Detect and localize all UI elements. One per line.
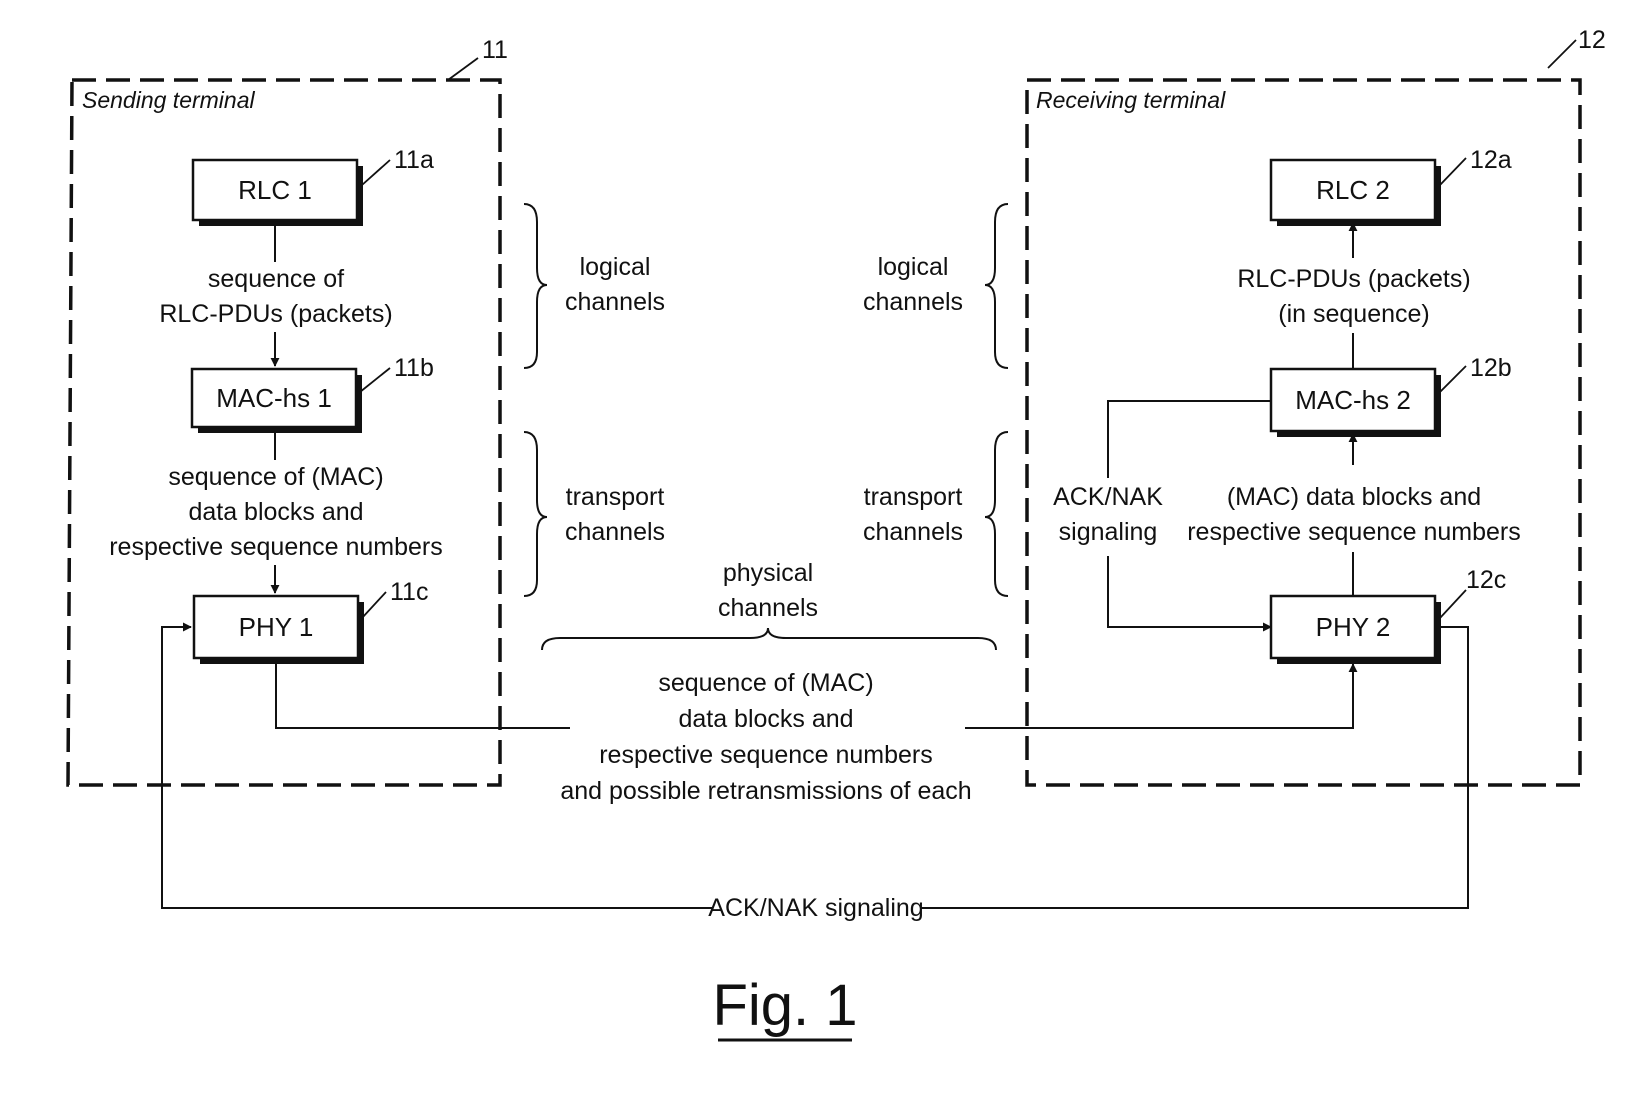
rlc-2-block: RLC 2 <box>1269 158 1441 226</box>
receiving-terminal-ref-leader <box>1547 39 1577 69</box>
rlc-1-label: RLC 1 <box>238 175 312 205</box>
rlc-1-ref-leader <box>361 159 391 186</box>
right-logical-label-1: logical <box>878 253 949 281</box>
feedback-left-segment <box>161 622 712 909</box>
mac-hs-2-block: MAC-hs 2 <box>1269 367 1441 437</box>
channel-to-phy-2-arrow <box>965 663 1358 729</box>
phy-2-blocks-line-1: (MAC) data blocks and <box>1227 483 1481 511</box>
phy-1-to-channel-line <box>275 664 570 729</box>
receiving-terminal-title: Receiving terminal <box>1036 87 1226 113</box>
rlc-1-block: RLC 1 <box>191 158 363 226</box>
mac-hs-1-ref: 11b <box>394 354 434 382</box>
phy-2-block: PHY 2 <box>1269 594 1441 664</box>
left-logical-label-1: logical <box>580 253 651 281</box>
right-transport-brace <box>984 431 1009 597</box>
rlc-pdus-in-sequence-line-2: (in sequence) <box>1278 300 1429 328</box>
left-transport-brace <box>523 431 548 597</box>
left-channel-braces: logical channels transport channels <box>523 203 665 597</box>
feedback-ack-nak-label: ACK/NAK signaling <box>708 894 923 922</box>
left-logical-brace <box>523 203 548 369</box>
internal-ack-nak-label-bg <box>1060 478 1156 556</box>
physical-link-line-1: sequence of (MAC) <box>658 669 873 697</box>
rlc-2-ref: 12a <box>1470 146 1512 174</box>
sending-terminal: Sending terminal 11 RLC 1 11a sequence o… <box>66 36 508 787</box>
right-transport-label-1: transport <box>864 483 963 511</box>
mac-hs-1-block: MAC-hs 1 <box>190 367 362 433</box>
mac-hs-1-label: MAC-hs 1 <box>216 383 332 413</box>
sending-terminal-boundary <box>66 78 502 787</box>
sending-terminal-title: Sending terminal <box>82 87 255 113</box>
rlc-2-ref-leader <box>1439 157 1467 186</box>
mac-hs-2-ref-leader <box>1439 365 1467 393</box>
sending-terminal-ref: 11 <box>482 36 508 64</box>
phy-1-ref: 11c <box>390 578 428 606</box>
left-transport-label-2: channels <box>565 518 665 546</box>
physical-brace <box>541 627 997 651</box>
right-transport-label-2: channels <box>863 518 963 546</box>
phy-2-label: PHY 2 <box>1316 612 1391 642</box>
receiving-terminal: Receiving terminal 12 RLC 2 12a RLC-PDUs… <box>1025 26 1606 787</box>
mac-hs-2-ref: 12b <box>1470 354 1512 382</box>
physical-link-line-2: data blocks and <box>678 705 853 733</box>
internal-ack-nak-label-2: signaling <box>1059 518 1158 546</box>
right-channel-braces: logical channels transport channels <box>863 203 1009 597</box>
rlc-pdus-in-sequence-line-1: RLC-PDUs (packets) <box>1237 265 1470 293</box>
rlc-1-ref: 11a <box>394 146 434 174</box>
internal-ack-nak-label-1: ACK/NAK <box>1053 483 1163 511</box>
physical-label-1: physical <box>723 559 813 587</box>
rlc-2-label: RLC 2 <box>1316 175 1390 205</box>
phy-2-blocks-line-2: respective sequence numbers <box>1187 518 1521 546</box>
receiving-terminal-boundary <box>1025 78 1582 787</box>
right-logical-label-2: channels <box>863 288 963 316</box>
left-transport-label-1: transport <box>566 483 665 511</box>
left-logical-label-2: channels <box>565 288 665 316</box>
physical-channels: physical channels sequence of (MAC) data… <box>541 559 997 805</box>
physical-link-line-4: and possible retransmissions of each <box>560 777 971 805</box>
rlc-pdu-sequence-line-1: sequence of <box>208 265 344 293</box>
sending-terminal-ref-leader <box>447 57 479 81</box>
mac-blocks-line-3: respective sequence numbers <box>109 533 443 561</box>
physical-label-2: channels <box>718 594 818 622</box>
phy-1-label: PHY 1 <box>239 612 314 642</box>
mac-blocks-line-2: data blocks and <box>188 498 363 526</box>
receiving-terminal-ref: 12 <box>1578 26 1606 54</box>
figure-caption: Fig. 1 <box>712 973 857 1038</box>
phy-2-ref: 12c <box>1466 566 1506 594</box>
mac-hs-2-label: MAC-hs 2 <box>1295 385 1411 415</box>
phy-1-block: PHY 1 <box>192 594 364 664</box>
mac-blocks-line-1: sequence of (MAC) <box>168 463 383 491</box>
mac-hs-1-ref-leader <box>359 367 391 393</box>
rlc-pdu-sequence-line-2: RLC-PDUs (packets) <box>159 300 392 328</box>
phy-2-ref-leader <box>1439 589 1467 619</box>
feedback-right-segment <box>920 626 1469 909</box>
phy-1-ref-leader <box>361 591 387 619</box>
right-logical-brace <box>984 203 1009 369</box>
physical-link-line-3: respective sequence numbers <box>599 741 933 769</box>
